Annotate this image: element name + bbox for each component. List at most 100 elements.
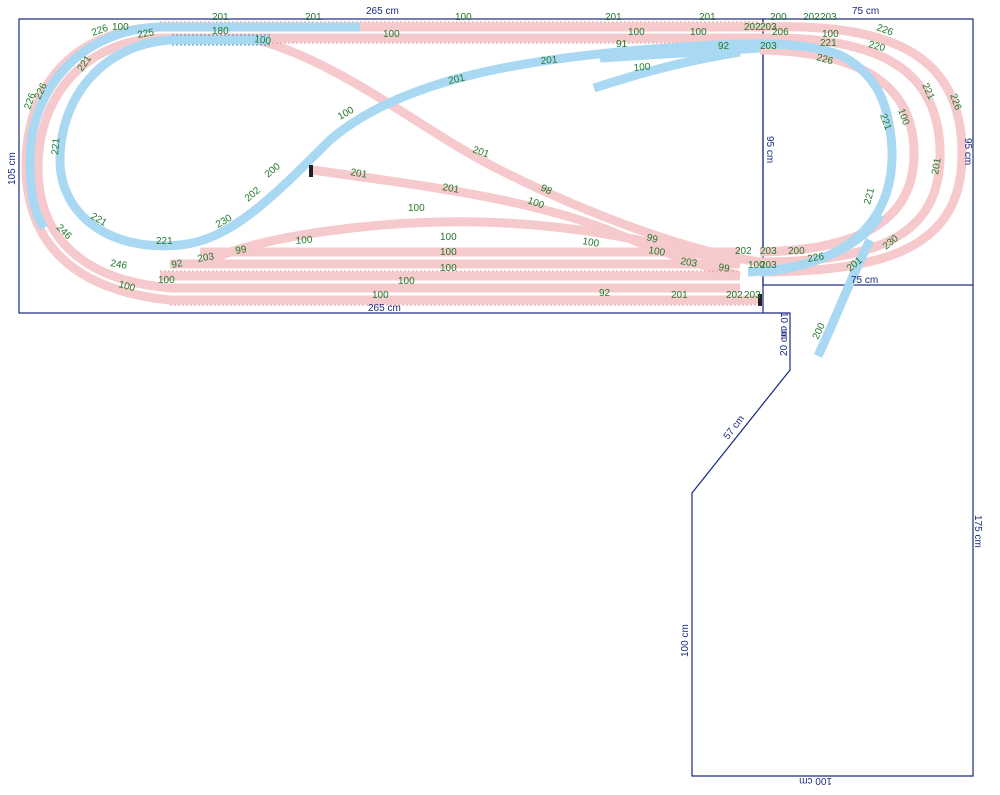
dim-lower-bottom: 100 cm — [799, 775, 832, 786]
piece-label: 221 — [862, 186, 877, 205]
dim-step-down: 10 cm — [778, 312, 789, 339]
track-b-left-outer — [25, 22, 360, 231]
piece-label: 200 — [770, 12, 787, 23]
board-outline — [18, 18, 974, 777]
lower-board-outline — [691, 285, 974, 777]
piece-label: 201 — [305, 12, 322, 23]
piece-label: 92 — [171, 258, 184, 271]
track-a-right-inner — [759, 45, 919, 257]
piece-label: 100 — [690, 27, 707, 38]
piece-label: 203 — [820, 12, 837, 23]
piece-label: 201 — [349, 167, 368, 181]
piece-label: 201 — [447, 73, 466, 87]
dimension-labels: 265 cm 75 cm 105 cm 265 cm 95 cm 95 cm 7… — [7, 6, 983, 786]
piece-label: 203 — [760, 22, 777, 33]
piece-label: 99 — [235, 244, 248, 257]
piece-label: 91 — [616, 39, 628, 50]
piece-label: 225 — [137, 27, 156, 41]
piece-label: 246 — [109, 258, 128, 272]
piece-label: 100 — [383, 29, 400, 40]
track-a-spur — [311, 165, 742, 281]
piece-label: 100 — [158, 275, 175, 286]
piece-label: 201 — [699, 12, 716, 23]
piece-label: 220 — [867, 39, 886, 54]
piece-label: 202 — [744, 22, 761, 33]
dim-step-down-2: 20 cm — [779, 329, 790, 356]
piece-label: 201 — [540, 55, 558, 67]
piece-label: 100 — [748, 260, 765, 271]
piece-label: 221 — [820, 38, 837, 49]
buffer-stop-right — [758, 294, 762, 306]
piece-label: 201 — [605, 12, 622, 23]
piece-label: 200 — [263, 161, 283, 180]
piece-label: 202 — [735, 246, 752, 257]
dim-right-ext: 95 cm — [962, 138, 973, 165]
piece-label: 99 — [645, 232, 659, 246]
dim-right-box: 95 cm — [764, 136, 775, 163]
piece-label: 92 — [718, 41, 730, 52]
dim-left-side: 105 cm — [7, 152, 18, 185]
piece-label: 203 — [197, 251, 216, 265]
piece-label: 100 — [647, 245, 666, 259]
piece-label: 100 — [822, 29, 839, 40]
main-board-outline — [18, 18, 764, 314]
track-a-edges — [160, 21, 760, 306]
piece-label: 201 — [671, 290, 688, 301]
piece-label: 203 — [679, 256, 698, 270]
piece-label: 226 — [815, 52, 834, 67]
right-board-outline — [762, 18, 974, 286]
piece-label: 99 — [717, 262, 730, 275]
piece-label: 100 — [254, 34, 272, 47]
dim-bottom-main: 265 cm — [368, 303, 401, 314]
piece-label: 226 — [947, 92, 963, 112]
piece-label: 180 — [212, 26, 229, 37]
track-b-main-loop — [55, 35, 897, 277]
track-b-edges — [170, 34, 270, 46]
piece-label: 100 — [440, 263, 457, 274]
piece-label: 100 — [581, 236, 600, 250]
piece-label: 226 — [807, 251, 826, 265]
track-a-left-inner — [33, 33, 171, 293]
piece-label: 100 — [112, 22, 129, 33]
piece-label: 202 — [803, 12, 820, 23]
piece-label: 201 — [441, 182, 460, 196]
piece-label: 221 — [919, 82, 936, 102]
piece-label: 100 — [398, 276, 415, 287]
piece-label: 221 — [156, 236, 173, 247]
dim-top-ext: 75 cm — [852, 6, 879, 17]
piece-label: 203 — [760, 260, 777, 271]
piece-label: 100 — [117, 279, 136, 294]
piece-label: 100 — [372, 290, 389, 301]
piece-label: 203 — [760, 41, 777, 52]
piece-label: 203 — [760, 246, 777, 257]
track-b-siding — [599, 43, 761, 63]
piece-label: 100 — [440, 232, 457, 243]
track-b-branch — [592, 47, 741, 93]
track-b-down-ramp — [813, 237, 875, 358]
piece-label: 98 — [539, 183, 554, 198]
piece-label: 92 — [599, 288, 611, 299]
buffer-stop-center — [309, 165, 313, 177]
dim-top-main: 265 cm — [366, 6, 399, 17]
piece-label: 206 — [772, 27, 789, 38]
piece-label: 201 — [930, 157, 944, 176]
piece-label: 200 — [788, 246, 805, 257]
piece-label: 100 — [440, 247, 457, 258]
piece-label: 202 — [726, 290, 743, 301]
dim-lower-right: 175 cm — [972, 515, 983, 548]
piece-label: 221 — [50, 137, 62, 155]
piece-label: 100 — [295, 235, 313, 247]
track-b-return — [759, 212, 884, 277]
piece-label: 100 — [408, 203, 425, 214]
piece-label: 203 — [744, 290, 761, 301]
dim-lower-left: 100 cm — [680, 624, 691, 657]
track-layer-b — [25, 22, 897, 358]
track-a-right-outer — [759, 22, 967, 277]
track-a-yard-curve — [198, 217, 742, 269]
track-a-diagonal — [248, 33, 761, 267]
dim-ext-bottom: 75 cm — [851, 275, 878, 286]
piece-label: 100 — [633, 62, 651, 74]
piece-label: 100 — [455, 12, 472, 23]
